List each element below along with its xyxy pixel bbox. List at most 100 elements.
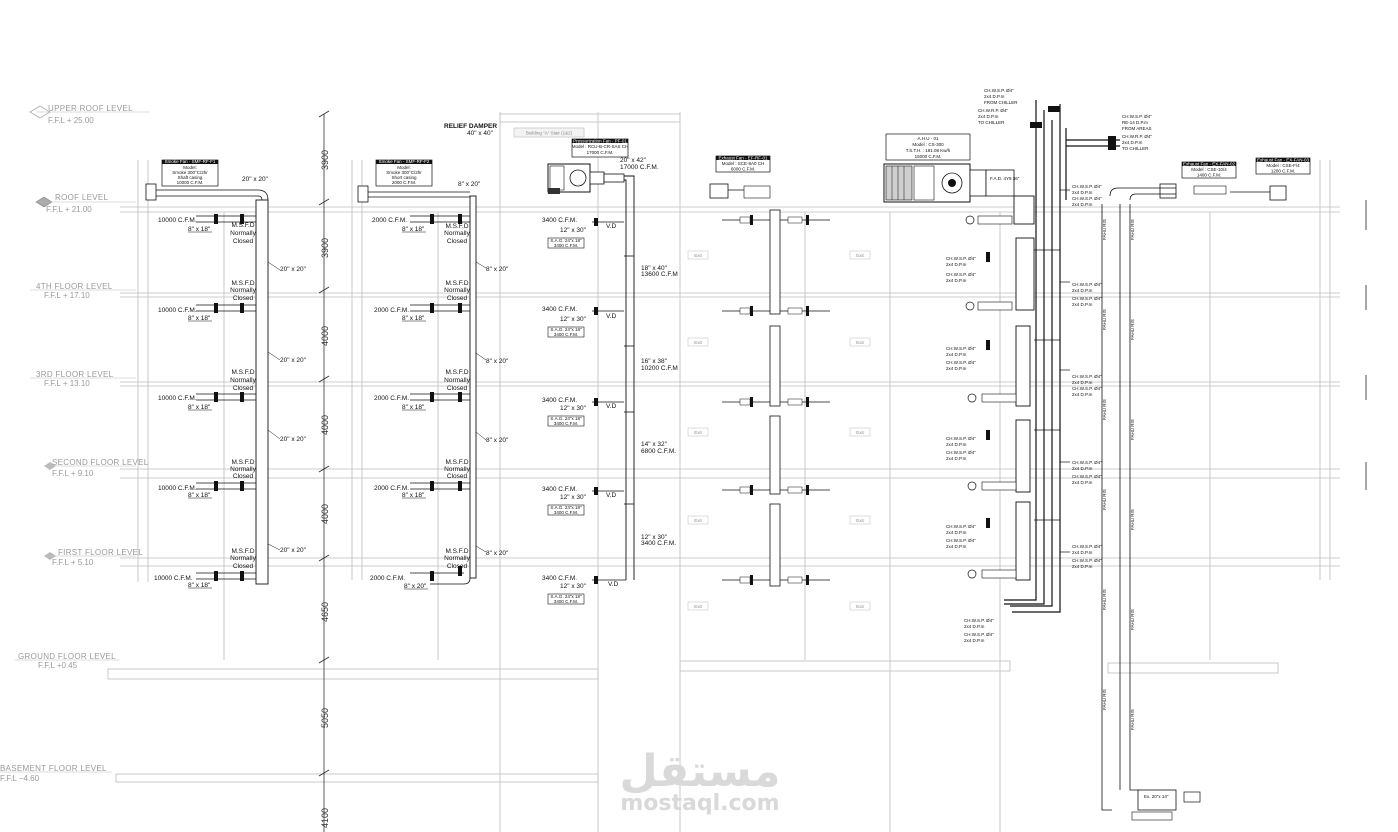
svg-text:Normally: Normally	[230, 230, 256, 237]
svg-text:V.D: V.D	[608, 581, 619, 588]
svg-text:T.S.T.H. : 191.08 Kw/h: T.S.T.H. : 191.08 Kw/h	[906, 148, 951, 153]
svg-text:2000 C.F.M.: 2000 C.F.M.	[392, 180, 416, 185]
level-value: F.F.L + 9.10	[52, 469, 94, 478]
svg-text:Closed: Closed	[447, 563, 468, 570]
branch-a-2nd: 10000 C.F.M. 8" x 18" M.S.F.D Normally C…	[158, 459, 257, 499]
svg-text:8" x 18": 8" x 18"	[188, 404, 211, 411]
svg-text:1200 C.F.M.: 1200 C.F.M.	[1271, 169, 1295, 174]
svg-text:3400 C.F.M.: 3400 C.F.M.	[542, 306, 577, 313]
svg-text:2x4 D.P.m: 2x4 D.P.m	[1072, 550, 1093, 555]
svg-text:TO CHILLER: TO CHILLER	[1122, 146, 1149, 151]
svg-text:Exit: Exit	[856, 253, 864, 258]
svg-text:8" x 18": 8" x 18"	[402, 404, 425, 411]
duct-size-label: 8" x 20"	[486, 358, 509, 365]
svg-text:CH.W.S.P. Ø4": CH.W.S.P. Ø4"	[964, 632, 994, 637]
svg-text:CH.W.S.P. Ø4": CH.W.S.P. Ø4"	[1072, 558, 1102, 563]
chw-right-labels: CH.W.S.P. Ø4" 2x4 D.P.m CH.W.S.P. Ø4" 2x…	[1072, 184, 1102, 569]
svg-text:F.A.D. 4Y8 36": F.A.D. 4Y8 36"	[990, 176, 1020, 181]
svg-text:8" x 18": 8" x 18"	[402, 315, 425, 322]
branch-b-roof: 2000 C.F.M. 8" x 18" M.S.F.D Normally Cl…	[372, 214, 471, 245]
svg-text:Exit: Exit	[694, 253, 702, 258]
svg-text:S.A.G. 24"x 18": S.A.G. 24"x 18"	[550, 238, 582, 243]
svg-text:Model:: Model:	[397, 165, 411, 170]
svg-text:1400 C.F.M.: 1400 C.F.M.	[1197, 173, 1221, 178]
level-name: SECOND FLOOR LEVEL	[52, 458, 149, 467]
svg-text:17000 C.F.M.: 17000 C.F.M.	[620, 164, 659, 171]
svg-text:Exhaust Fan - EF-RF-01: Exhaust Fan - EF-RF-01	[718, 156, 768, 161]
svg-text:10000 C.F.M.: 10000 C.F.M.	[158, 485, 197, 492]
level-value: F.F.L + 21.00	[46, 205, 92, 214]
svg-text:Pressurization Fan - PF-01: Pressurization Fan - PF-01	[573, 139, 627, 144]
svg-text:M.S.F.D: M.S.F.D	[445, 459, 468, 466]
svg-text:2x4 D.P.m: 2x4 D.P.m	[946, 262, 967, 267]
svg-text:CH.W.S.P. Ø4": CH.W.S.P. Ø4"	[1072, 460, 1102, 465]
svg-text:CH.W.S.P. Ø4": CH.W.S.P. Ø4"	[946, 360, 976, 365]
svg-text:2000 C.F.M.: 2000 C.F.M.	[372, 217, 407, 224]
svg-text:8" x 18": 8" x 18"	[402, 226, 425, 233]
svg-text:2x4 D.P.m: 2x4 D.P.m	[964, 638, 985, 643]
svg-text:FAHU RIS: FAHU RIS	[1130, 319, 1135, 340]
svg-text:2x4 D.P.m: 2x4 D.P.m	[946, 544, 967, 549]
exhaust-fan-box-3: Exhaust Fan - EX-FAN-03 Model : CSE-F/4 …	[1255, 158, 1311, 175]
svg-text:3400 C.F.M.: 3400 C.F.M.	[554, 421, 578, 426]
svg-text:18" x 40": 18" x 40"	[641, 265, 668, 272]
svg-text:Shaft casing: Shaft casing	[178, 175, 203, 180]
svg-text:FAHU RIS: FAHU RIS	[1130, 609, 1135, 630]
svg-text:Smoke Fan - SMF-RF-F2: Smoke Fan - SMF-RF-F2	[379, 159, 430, 164]
svg-text:TO CHILLER: TO CHILLER	[978, 120, 1005, 125]
svg-text:M.S.F.D: M.S.F.D	[231, 222, 254, 229]
svg-text:2x4 D.P.m: 2x4 D.P.m	[1072, 392, 1093, 397]
duct-size-label: 20" x 20"	[280, 357, 307, 364]
svg-text:Closed: Closed	[447, 295, 468, 302]
svg-text:CH.W.S.P. Ø4": CH.W.S.P. Ø4"	[1072, 374, 1102, 379]
svg-text:FROM CHILLER: FROM CHILLER	[984, 100, 1018, 105]
svg-text:FAHU RIS: FAHU RIS	[1102, 689, 1107, 710]
svg-text:2x4 D.P.m: 2x4 D.P.m	[1072, 564, 1093, 569]
svg-text:S.A.G. 24"x 18": S.A.G. 24"x 18"	[550, 594, 582, 599]
level-name: FIRST FLOOR LEVEL	[58, 548, 143, 557]
level-basement: BASEMENT FLOOR LEVEL F.F.L −4.60	[0, 764, 112, 783]
stair-outlet-roof: 3400 C.F.M. 12" x 30" V.D S.A.G. 24"x 18…	[542, 217, 624, 249]
level-name: 4TH FLOOR LEVEL	[36, 282, 113, 291]
svg-text:CH.W.S.P. Ø4": CH.W.S.P. Ø4"	[946, 538, 976, 543]
building-structure	[107, 112, 1367, 832]
svg-text:2x4 D.P.m: 2x4 D.P.m	[946, 442, 967, 447]
duct-size-label: 8" x 20"	[486, 550, 509, 557]
relief-damper-label: RELIEF DAMPER	[444, 123, 497, 130]
svg-text:CH.W.S.P. Ø4": CH.W.S.P. Ø4"	[946, 256, 976, 261]
level-value: F.F.L + 25.00	[48, 116, 94, 125]
branch-b-1st: 2000 C.F.M. 8" x 20" M.S.F.D Normally Cl…	[370, 548, 471, 590]
dimension-value: 5050	[320, 708, 330, 728]
svg-text:M.S.F.D: M.S.F.D	[445, 369, 468, 376]
ahu-unit	[883, 163, 987, 203]
level-fourth: 4TH FLOOR LEVEL F.F.L + 17.10	[30, 282, 136, 300]
svg-text:6000 C.F.M.: 6000 C.F.M.	[731, 167, 755, 172]
svg-text:Model : CS-300: Model : CS-300	[912, 142, 944, 147]
svg-text:8" x 20": 8" x 20"	[404, 583, 427, 590]
stair-outlet-2nd: 3400 C.F.M. 12" x 30" V.D S.A.G. 24"x 18…	[542, 486, 624, 516]
level-value: F.F.L + 17.10	[44, 291, 90, 300]
svg-text:M.S.F.D: M.S.F.D	[445, 548, 468, 555]
svg-text:3400 C.F.M.: 3400 C.F.M.	[554, 243, 578, 248]
svg-text:FAHU RIS: FAHU RIS	[1102, 309, 1107, 330]
svg-text:2x4 D.P.m: 2x4 D.P.m	[984, 94, 1005, 99]
svg-text:Ex. 20"x 14": Ex. 20"x 14"	[1144, 794, 1169, 799]
branch-a-1st: 10000 C.F.M. 8" x 18" M.S.F.D Normally C…	[154, 548, 257, 589]
svg-text:2000 C.F.M.: 2000 C.F.M.	[374, 485, 409, 492]
level-name: GROUND FLOOR LEVEL	[18, 652, 116, 661]
svg-text:Exit: Exit	[694, 518, 702, 523]
svg-text:8" x 18": 8" x 18"	[402, 492, 425, 499]
level-third: 3RD FLOOR LEVEL F.F.L + 13.10	[30, 370, 136, 388]
svg-text:Exit: Exit	[694, 430, 702, 435]
svg-text:2000 C.F.M.: 2000 C.F.M.	[374, 307, 409, 314]
svg-text:Model : SCE-8A0 CH: Model : SCE-8A0 CH	[722, 161, 765, 166]
svg-text:10000 C.F.M.: 10000 C.F.M.	[154, 575, 193, 582]
svg-text:2000 C.F.M.: 2000 C.F.M.	[370, 575, 405, 582]
svg-text:FAHU RIS: FAHU RIS	[1102, 399, 1107, 420]
ahu-box: A.H.U - 01 Model : CS-300 T.S.T.H. : 191…	[885, 133, 971, 161]
svg-text:CH.W.S.P. Ø4": CH.W.S.P. Ø4"	[946, 436, 976, 441]
stair-outlet-1st: 3400 C.F.M. 12" x 30" V.D S.A.G. 24"x 18…	[542, 575, 626, 605]
svg-text:3400 C.F.M.: 3400 C.F.M.	[554, 332, 578, 337]
svg-text:CH.W.S.P. Ø4": CH.W.S.P. Ø4"	[1072, 184, 1102, 189]
svg-text:M.S.F.D: M.S.F.D	[231, 548, 254, 555]
